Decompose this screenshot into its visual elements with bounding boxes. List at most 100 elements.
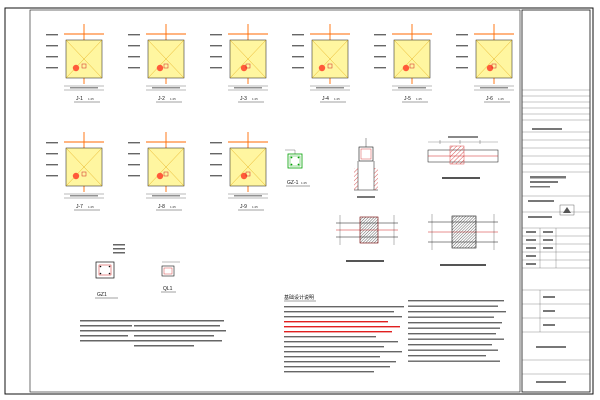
column-box [327, 63, 333, 69]
diagonal [475, 39, 513, 79]
detail-column-elevation [354, 138, 378, 198]
column-marker [402, 64, 410, 72]
notes-left [80, 320, 226, 347]
dim-text [374, 45, 386, 47]
note-line [408, 305, 498, 307]
dim-text [128, 45, 140, 47]
dim-text [210, 142, 222, 144]
column-marker [240, 64, 248, 72]
section-scale: 1:25 [252, 97, 258, 101]
dim-text [46, 153, 58, 155]
column-box [81, 171, 87, 177]
diagonal [65, 39, 103, 79]
section-scale: 1:25 [170, 205, 176, 209]
dim-text [152, 195, 180, 197]
column-marker [486, 64, 494, 72]
dim-text [210, 153, 222, 155]
dim-text [152, 87, 180, 89]
dim-text [46, 34, 58, 36]
design-notes: 基础设计说明 [284, 294, 404, 373]
detail-beam-connection-1 [336, 215, 398, 262]
diagonal [147, 147, 185, 187]
dim-text [210, 164, 222, 166]
dim-text [46, 45, 58, 47]
column-box [245, 63, 251, 69]
dim-text [456, 45, 468, 47]
column-box [163, 63, 169, 69]
note-line [408, 327, 500, 329]
dim-text [316, 87, 344, 89]
dim-text [210, 175, 222, 177]
dim-text [210, 67, 222, 69]
column-marker [156, 172, 164, 180]
section-label: J-2 [158, 96, 165, 102]
column-marker [318, 64, 326, 72]
sheet-border [4, 7, 594, 395]
dim-text [234, 195, 262, 197]
column-box [491, 63, 497, 69]
dim-text [46, 164, 58, 166]
section-scale: 1:25 [416, 97, 422, 101]
note-line [284, 311, 394, 313]
note-line [408, 316, 494, 318]
section-label: J-3 [240, 96, 247, 102]
dim-text [456, 34, 468, 36]
dim-text [128, 142, 140, 144]
note-line [284, 351, 402, 353]
column-marker [72, 172, 80, 180]
diagonal [229, 39, 267, 79]
gz1-scale: 1:25 [301, 181, 307, 185]
detail-beam-connection-2 [428, 214, 498, 266]
dim-text [128, 175, 140, 177]
foundation-sec-3: J-3 1:25 [210, 24, 268, 103]
diagonal [147, 39, 185, 79]
note-line [284, 361, 396, 363]
note-line [408, 338, 504, 340]
note-line [284, 346, 384, 348]
note-line [408, 322, 502, 324]
gz1-label: GZ-1 [287, 180, 299, 186]
dim-text [70, 195, 98, 197]
detail-beam-section-top [427, 136, 499, 179]
note-line [408, 360, 500, 362]
detail-gz1: GZ-1 1:25 [285, 149, 310, 187]
section-scale: 1:25 [88, 205, 94, 209]
dim-text [292, 56, 304, 58]
note-line [284, 321, 388, 323]
dim-text [128, 56, 140, 58]
dim-text [128, 67, 140, 69]
note-line [284, 366, 390, 368]
design-notes-right [408, 300, 506, 362]
note-line [408, 300, 504, 302]
notes-title: 基础设计说明 [284, 294, 314, 301]
note-line [284, 341, 398, 343]
section-scale: 1:25 [88, 97, 94, 101]
detail-ql: QL1 [161, 261, 180, 293]
dim-text [46, 67, 58, 69]
dim-text [292, 67, 304, 69]
gz-box-label: GZ1 [97, 292, 107, 298]
diagonal [229, 147, 267, 187]
column-box [245, 171, 251, 177]
note-line [408, 311, 506, 313]
note-line [408, 355, 486, 357]
column-box [81, 63, 87, 69]
detail-gz-box: GZ1 [95, 244, 125, 299]
column-marker [156, 64, 164, 72]
diagonal [393, 39, 431, 79]
dim-text [456, 67, 468, 69]
dim-text [456, 56, 468, 58]
section-label: J-9 [240, 204, 247, 210]
dim-text [210, 45, 222, 47]
column-box [163, 171, 169, 177]
dim-text [46, 142, 58, 144]
section-scale: 1:25 [334, 97, 340, 101]
